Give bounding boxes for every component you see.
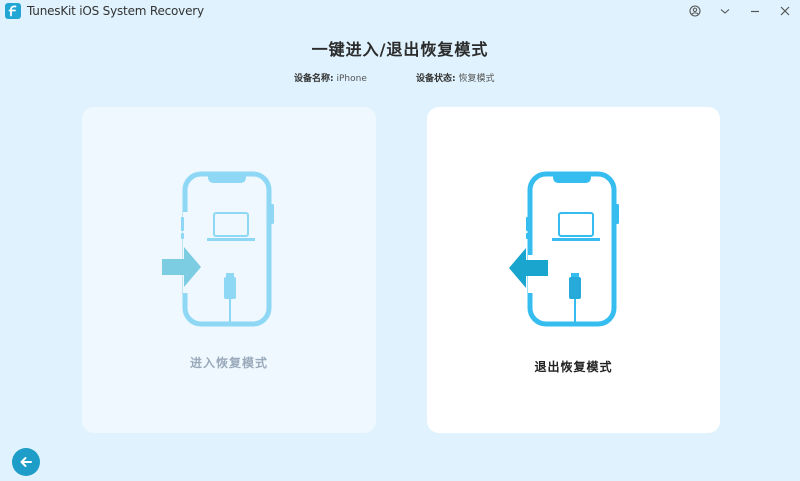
device-name: 设备名称: iPhone — [294, 71, 367, 84]
device-status: 设备状态: 恢复模式 — [416, 71, 495, 84]
device-status-label: 设备状态: — [416, 74, 456, 84]
page-title: 一键进入/退出恢复模式 — [311, 40, 489, 59]
enter-recovery-mode-label: 进入恢复模式 — [189, 356, 268, 370]
device-name-value: iPhone — [336, 74, 367, 84]
back-button[interactable] — [12, 448, 40, 476]
device-status-value: 恢复模式 — [458, 74, 495, 84]
phone-enter-illustration-icon — [162, 171, 274, 327]
minimize-button[interactable] — [740, 0, 770, 22]
exit-recovery-mode-label: 退出恢复模式 — [534, 360, 613, 374]
title-bar: TunesKit iOS System Recovery — [0, 0, 800, 22]
minimize-icon — [751, 10, 759, 13]
menu-button[interactable] — [710, 0, 740, 22]
account-button[interactable] — [680, 0, 710, 22]
tuneskit-logo-icon — [5, 3, 21, 19]
app-title: TunesKit iOS System Recovery — [27, 4, 204, 18]
device-name-label: 设备名称: — [294, 74, 334, 84]
close-icon — [780, 6, 790, 16]
exit-recovery-mode-card[interactable]: 退出恢复模式 — [427, 107, 720, 433]
arrow-left-icon — [20, 457, 32, 467]
close-button[interactable] — [770, 0, 800, 22]
phone-exit-illustration-icon — [509, 171, 619, 327]
enter-recovery-mode-card[interactable]: 进入恢复模式 — [82, 107, 376, 433]
user-circle-icon — [689, 5, 701, 17]
chevron-down-icon — [720, 9, 730, 14]
